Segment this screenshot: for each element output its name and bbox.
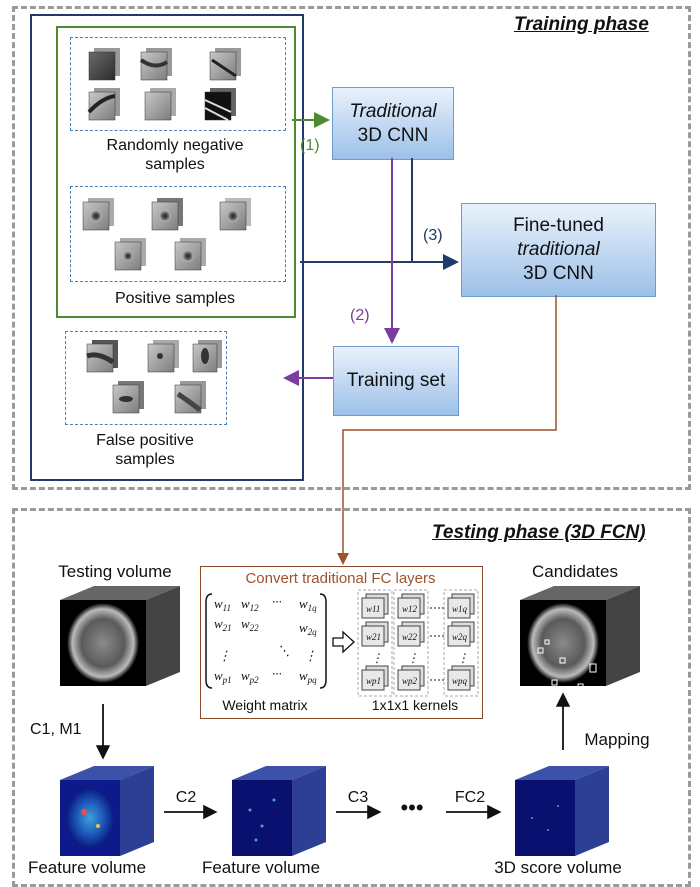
training-set-box: Training set: [333, 346, 459, 416]
score-volume-cube: [515, 766, 609, 856]
step-3-label: (3): [423, 227, 443, 244]
step-1-label: (1): [300, 137, 320, 154]
svg-text:···: ···: [272, 594, 282, 609]
svg-text:w11: w11: [366, 604, 380, 614]
svg-text:⋮: ⋮: [371, 651, 383, 665]
ellipsis-label: •••: [400, 795, 424, 820]
svg-text:wpq: wpq: [452, 676, 468, 686]
pos-cube-3: [219, 198, 251, 231]
testing-volume-label: Testing volume: [58, 562, 172, 581]
kernel-wp1: wp1: [361, 665, 389, 691]
neg-cube-5: [144, 88, 176, 121]
samples-outer-box: [30, 14, 304, 481]
finetuned-cnn-line1: Fine-tuned: [513, 215, 604, 236]
kernel-w2q: w2q: [447, 621, 475, 647]
convert-fc-title: Convert traditional FC layers: [245, 570, 436, 587]
testing-phase-box: [12, 508, 691, 887]
svg-text:wp2: wp2: [402, 676, 418, 686]
matrix-left-bracket: [205, 593, 213, 689]
fc2-label: FC2: [454, 789, 486, 806]
negative-samples-label: Randomly negative samples: [106, 137, 244, 173]
neg-cube-6: [204, 88, 236, 121]
neg-cube-2: [139, 48, 172, 81]
svg-text:w21: w21: [366, 632, 381, 642]
fp-cube-5: [174, 381, 206, 414]
c1m1-label: C1, M1: [30, 721, 82, 738]
finetuned-cnn-line2: traditional: [517, 239, 600, 260]
svg-text:⋮: ⋮: [457, 651, 469, 665]
fp-cube-1: [86, 340, 118, 373]
finetuned-cnn-line3: 3D CNN: [523, 263, 594, 284]
svg-text:⋮: ⋮: [407, 651, 419, 665]
negative-samples-box: [70, 37, 286, 131]
training-set-label: Training set: [346, 370, 446, 391]
pos-cube-4: [114, 238, 146, 271]
testing-phase-title: Testing phase (3D FCN): [432, 522, 646, 543]
mapping-label: Mapping: [584, 730, 650, 749]
false-positive-samples-box: [65, 331, 227, 425]
traditional-3d-cnn-box: Traditional 3D CNN: [332, 87, 454, 160]
kernel-wp2: wp2: [397, 665, 425, 691]
convert-arrow: [332, 630, 355, 654]
weight-matrix-label: Weight matrix: [222, 697, 308, 713]
traditional-cnn-line2: 3D CNN: [357, 124, 429, 146]
training-phase-title: Training phase: [514, 14, 649, 35]
svg-text:w22: w22: [402, 632, 418, 642]
kernel-w12: w12: [397, 593, 425, 619]
fp-cube-3: [192, 340, 222, 373]
neg-cube-3: [209, 48, 241, 81]
fp-cube-4: [112, 381, 144, 414]
false-positive-samples-label: False positive samples: [96, 432, 194, 468]
kernel-w1q: w1q: [447, 593, 475, 619]
neg-cube-1: [88, 48, 120, 81]
pos-cube-2: [151, 198, 183, 231]
score-volume-label: 3D score volume: [494, 858, 622, 877]
svg-text:wp1: wp1: [366, 676, 381, 686]
kernel-w21: w21: [361, 621, 389, 647]
svg-text:w12: w12: [402, 604, 418, 614]
positive-samples-box: [70, 186, 286, 282]
kernel-wpq: wpq: [447, 665, 475, 691]
svg-text:⋮: ⋮: [218, 648, 231, 663]
finetuned-3d-cnn-box: Fine-tuned traditional 3D CNN: [461, 203, 656, 297]
convert-fc-box: [200, 566, 483, 719]
step-2-label: (2): [350, 307, 370, 324]
feature-volume-1-label: Feature volume: [27, 858, 147, 877]
training-phase-box: [12, 6, 691, 490]
neg-cube-4: [87, 88, 120, 121]
svg-text:⋮: ⋮: [304, 648, 317, 663]
training-samples-green-box: [56, 26, 296, 318]
svg-text:···: ···: [272, 666, 282, 681]
testing-volume-cube: [60, 586, 180, 686]
arrow-to-testing: [337, 295, 557, 565]
kernel-w11: w11: [361, 593, 389, 619]
kernels-label: 1x1x1 kernels: [371, 697, 459, 713]
pos-cube-5: [174, 238, 206, 271]
svg-text:w2q: w2q: [452, 632, 468, 642]
feature-volume-2-label: Feature volume: [201, 858, 321, 877]
fp-cube-2: [147, 340, 179, 373]
candidates-label: Candidates: [531, 562, 618, 581]
traditional-cnn-line1: Traditional: [349, 100, 437, 122]
pos-cube-1: [82, 198, 114, 231]
candidates-cube: [520, 586, 640, 690]
positive-samples-label: Positive samples: [114, 290, 236, 307]
matrix-right-bracket: [319, 593, 327, 689]
feature-volume-2-cube: [232, 766, 326, 856]
kernel-w22: w22: [397, 621, 425, 647]
svg-text:⋱: ⋱: [277, 643, 290, 658]
svg-text:w1q: w1q: [452, 604, 468, 614]
feature-volume-1-cube: [60, 766, 154, 856]
c3-label: C3: [347, 789, 369, 806]
c2-label: C2: [175, 789, 197, 806]
